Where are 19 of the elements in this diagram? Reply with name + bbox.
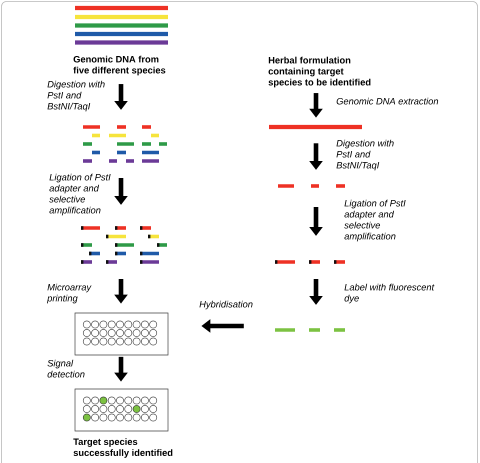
node-label: Herbal formulation containing target species to be identified [268,56,370,88]
node-label: Genomic DNA from five different species [73,56,166,76]
edge-label: Ligation of PstI adapter and selective amplification [49,174,111,216]
microarray-box [74,312,168,356]
dna-fragments [275,328,345,332]
edge-label: Genomic DNA extraction [336,98,438,105]
dna-fragments [269,124,362,130]
edge-label: Microarray printing [46,284,92,304]
edge-label: Digestion with PstI and BstNI/TaqI [48,80,105,112]
edge-label: Digestion with PstI and BstNI/TaqI [336,140,394,170]
edge-label: Label with fluorescent dye [344,284,434,304]
edge-label: Ligation of PstI adapter and selective amplification [344,200,406,242]
node-label: Target species successfully identified [73,438,172,458]
dna-fragments [81,226,167,264]
dna-fragments [83,125,167,163]
dna-fragments [275,260,345,264]
edge-label: Signal detection [47,360,85,378]
edge-label: Hybridisation [199,300,253,310]
dna-fragments [278,184,345,188]
